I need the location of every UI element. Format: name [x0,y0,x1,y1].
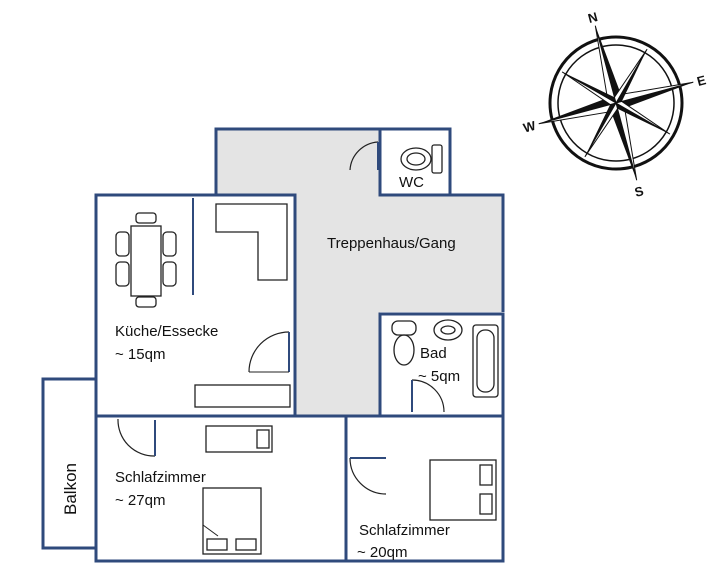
bathtub [472,324,499,398]
dining-table-set [115,212,177,308]
wc-toilet [400,144,443,174]
hall-label: Treppenhaus/Gang [327,235,456,252]
bedroom-right-door [349,457,387,495]
bedroom-left-door [117,418,156,457]
kitchen-counter-bottom [194,384,291,408]
bath-door [411,379,445,413]
bath-toilet [391,320,417,366]
kitchen-counter-l [215,203,288,281]
bath-label: Bad [420,345,447,362]
bedroom-right-label: Schlafzimmer [359,522,450,539]
wc-label: WC [399,174,424,191]
bed-small [205,425,273,453]
compass-north: N [586,9,599,26]
compass-south: S [633,183,646,200]
bedroom-left-label: Schlafzimmer [115,469,206,486]
bedroom-right-area: ~ 20qm [357,544,407,561]
compass-west: W [521,118,537,136]
bed-double-left [202,487,262,555]
bed-double-right [429,459,497,521]
compass-star [538,25,694,181]
kitchen-door [248,331,290,373]
compass-east: E [695,72,708,89]
bath-area: ~ 5qm [418,368,460,385]
hall-floor [216,129,503,416]
bath-sink [433,319,463,341]
compass-rose: N E S W [521,9,708,200]
bedroom-left-area: ~ 27qm [115,492,165,509]
wc-door [349,141,379,171]
balcony-label: Balkon [61,463,80,515]
kitchen-area: ~ 15qm [115,346,165,363]
kitchen-label: Küche/Essecke [115,323,218,340]
walls [41,127,505,563]
